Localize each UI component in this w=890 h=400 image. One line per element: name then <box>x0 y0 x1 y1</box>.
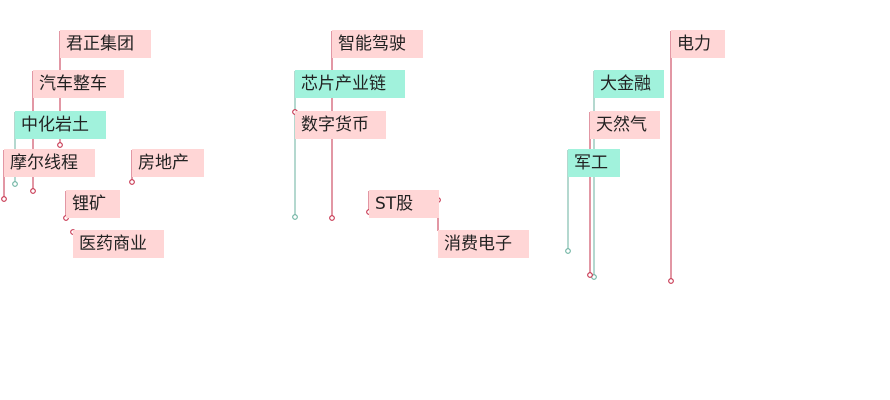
anchor-point <box>1 196 7 202</box>
point-label[interactable]: 摩尔线程 <box>4 149 95 177</box>
point-label[interactable]: 军工 <box>568 149 620 177</box>
point-label[interactable]: 消费电子 <box>438 230 529 258</box>
anchor-point <box>57 142 63 148</box>
point-label[interactable]: 智能驾驶 <box>332 30 423 58</box>
point-label[interactable]: ST股 <box>369 190 439 218</box>
point-label[interactable]: 君正集团 <box>60 30 151 58</box>
point-label[interactable]: 电力 <box>671 30 725 58</box>
point-label[interactable]: 大金融 <box>594 70 664 98</box>
point-label[interactable]: 数字货币 <box>295 111 386 139</box>
anchor-point <box>30 188 36 194</box>
point-label[interactable]: 医药商业 <box>73 230 164 258</box>
point-label[interactable]: 房地产 <box>132 149 204 177</box>
anchor-point <box>292 214 298 220</box>
point-label[interactable]: 中化岩土 <box>15 111 106 139</box>
anchor-point <box>565 248 571 254</box>
point-label[interactable]: 锂矿 <box>66 190 120 218</box>
anchor-point <box>129 179 135 185</box>
point-label[interactable]: 芯片产业链 <box>295 70 405 98</box>
point-label[interactable]: 天然气 <box>590 111 660 139</box>
anchor-point <box>587 272 593 278</box>
anchor-point <box>12 181 18 187</box>
point-label[interactable]: 汽车整车 <box>33 70 124 98</box>
anchor-point <box>668 278 674 284</box>
anchor-point <box>329 215 335 221</box>
